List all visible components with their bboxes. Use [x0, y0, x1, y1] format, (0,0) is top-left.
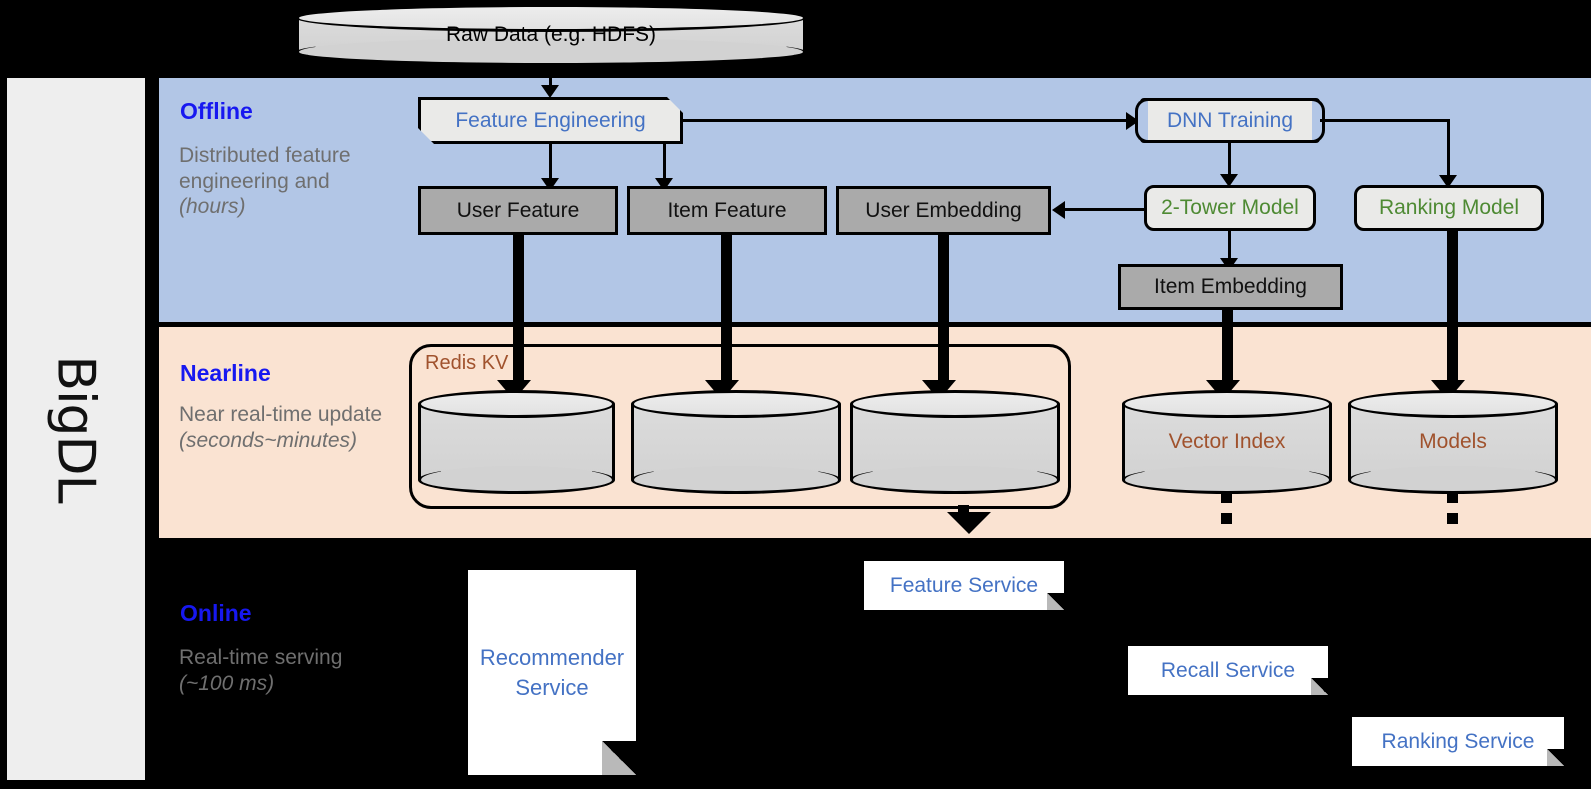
page-fold-icon [1311, 678, 1328, 695]
two-tower-model-label: 2-Tower Model [1161, 196, 1299, 219]
item-feature-box[interactable]: Item Feature [627, 186, 827, 235]
band-subtitle-nearline-em: (seconds~minutes) [179, 428, 357, 452]
user-embedding-label: User Embedding [865, 198, 1022, 222]
connector-fe-dnn [683, 119, 1130, 122]
band-subtitle-offline-em: (hours) [179, 195, 246, 219]
bigdl-rail: BigDL [7, 78, 145, 780]
cylinder-bottom [1122, 466, 1332, 494]
cylinder-bottom [296, 38, 806, 66]
raw-data-cylinder: Raw Data (e.g. HDFS) [296, 4, 806, 66]
redis-store-item-feature[interactable] [631, 390, 841, 494]
models-cylinder[interactable]: Models [1348, 390, 1558, 494]
vector-index-cylinder[interactable]: Vector Index [1122, 390, 1332, 494]
band-subtitle-online-text: Real-time serving [179, 646, 343, 669]
band-subtitle-online: Real-time serving (~100 ms) [179, 645, 394, 696]
cylinder-bottom [850, 466, 1060, 494]
connector-twotower-itemembedding [1228, 231, 1231, 263]
two-tower-model-box[interactable]: 2-Tower Model [1144, 185, 1316, 231]
connector-fe-userfeature [549, 144, 552, 182]
bigdl-label: BigDL [46, 355, 107, 503]
raw-data-label: Raw Data (e.g. HDFS) [445, 23, 657, 46]
band-title-offline: Offline [180, 98, 253, 124]
page-fold-icon [602, 741, 636, 775]
pipe-itemembedding-vectorindex [1222, 308, 1233, 386]
band-subtitle-nearline: Near real-time update (seconds~minutes) [179, 402, 394, 453]
dnn-training-label: DNN Training [1166, 108, 1294, 132]
band-subtitle-nearline-text: Near real-time update [179, 403, 383, 426]
pipe-rankingmodel-models [1447, 229, 1458, 386]
feature-service-label: Feature Service [889, 573, 1039, 597]
recall-service-label: Recall Service [1160, 658, 1296, 682]
arrowhead-dnn-ranking [1439, 175, 1457, 188]
item-feature-label: Item Feature [667, 198, 787, 222]
recall-service-box[interactable]: Recall Service [1128, 646, 1328, 695]
pipe-userembedding-store [938, 233, 949, 385]
connector-rawdata-fe [549, 66, 552, 88]
connector-dnn-ranking-v [1447, 119, 1450, 179]
dash-vectorindex-2 [1221, 513, 1232, 524]
ranking-model-label: Ranking Model [1378, 196, 1520, 219]
dash-models-1 [1447, 492, 1458, 503]
arrowhead-dnn-twotower [1220, 174, 1238, 187]
redis-store-user-feature-label [418, 390, 615, 494]
user-feature-label: User Feature [456, 198, 580, 222]
user-embedding-box[interactable]: User Embedding [836, 186, 1051, 235]
cylinder-top [418, 390, 615, 418]
feature-engineering-label: Feature Engineering [455, 108, 646, 132]
connector-dnn-twotower [1228, 143, 1231, 178]
cylinder-top [631, 390, 841, 418]
dash-models-2 [1447, 513, 1458, 524]
arrowhead-redis-featureservice [947, 512, 991, 534]
cylinder-top [1122, 390, 1332, 418]
feature-engineering-box[interactable]: Feature Engineering [418, 97, 683, 144]
dash-vectorindex-1 [1221, 492, 1232, 503]
models-label: Models [1419, 430, 1487, 453]
redis-kv-label: Redis KV [425, 352, 509, 374]
connector-twotower-userembedding [1065, 208, 1145, 211]
band-subtitle-offline: Distributed feature engineering and (hou… [179, 143, 394, 220]
cylinder-top [850, 390, 1060, 418]
pipe-userfeature-store [513, 233, 524, 385]
feature-service-box[interactable]: Feature Service [864, 561, 1064, 610]
connector-fe-itemfeature [663, 144, 666, 182]
vector-index-label: Vector Index [1168, 430, 1286, 453]
ranking-service-label: Ranking Service [1381, 729, 1535, 753]
cylinder-bottom [418, 466, 615, 494]
pipe-itemfeature-store [721, 233, 732, 385]
cylinder-bottom [631, 466, 841, 494]
redis-store-user-embedding[interactable] [850, 390, 1060, 494]
arrowhead-rawdata-fe [541, 85, 559, 98]
redis-store-user-embedding-label [850, 390, 1060, 494]
page-fold-icon [1547, 749, 1564, 766]
page-fold-icon [1047, 593, 1064, 610]
connector-dnn-ranking-h [1320, 119, 1450, 122]
band-subtitle-offline-text: Distributed feature engineering and [179, 144, 351, 193]
redis-kv-group [409, 344, 1071, 509]
ranking-service-box[interactable]: Ranking Service [1352, 717, 1564, 766]
redis-store-item-feature-label [631, 390, 841, 494]
redis-store-user-feature[interactable] [418, 390, 615, 494]
recommender-service-label: Recommender Service [479, 644, 625, 700]
cylinder-top [1348, 390, 1558, 418]
dnn-training-box[interactable]: DNN Training [1135, 98, 1325, 143]
band-title-nearline: Nearline [180, 360, 271, 386]
user-feature-box[interactable]: User Feature [418, 186, 618, 235]
arrowhead-twotower-userembedding [1052, 201, 1065, 219]
band-title-online: Online [180, 600, 252, 626]
ranking-model-box[interactable]: Ranking Model [1354, 185, 1544, 231]
item-embedding-box[interactable]: Item Embedding [1118, 264, 1343, 310]
recommender-service-box[interactable]: Recommender Service [468, 570, 636, 775]
band-subtitle-online-em: (~100 ms) [179, 671, 275, 695]
item-embedding-label: Item Embedding [1154, 275, 1307, 298]
cylinder-top [296, 4, 806, 32]
